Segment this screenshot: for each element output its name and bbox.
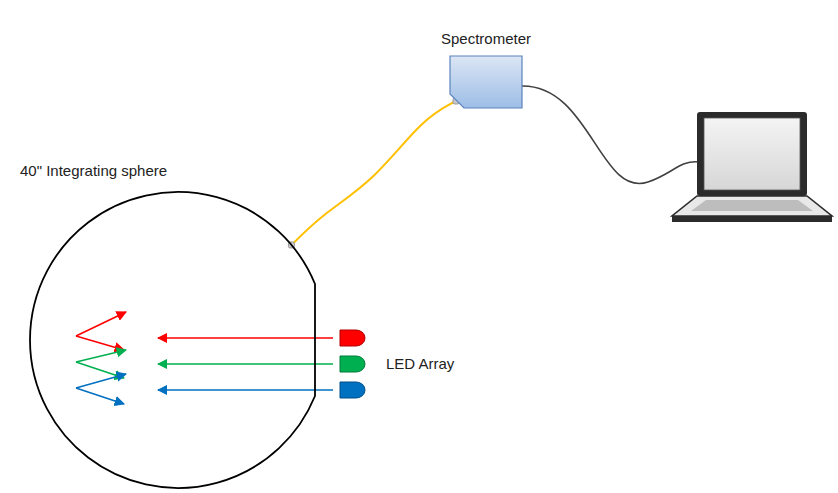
node-heading: 40" Integrating sphere — [20, 162, 167, 180]
laptop-icon — [672, 112, 832, 222]
optical-fiber — [291, 101, 456, 245]
light-rays — [76, 312, 333, 404]
sphere-outline — [30, 192, 326, 488]
spectrometer-box: Spectrometer — [450, 56, 522, 108]
node-heading: Spectrometer — [441, 30, 531, 48]
integrating-sphere: 40" Integrating sphere — [30, 192, 326, 488]
usb-cable — [521, 86, 699, 184]
part-label: LED Array — [386, 355, 454, 373]
led-array — [340, 330, 365, 398]
spectro-outline — [450, 56, 522, 108]
